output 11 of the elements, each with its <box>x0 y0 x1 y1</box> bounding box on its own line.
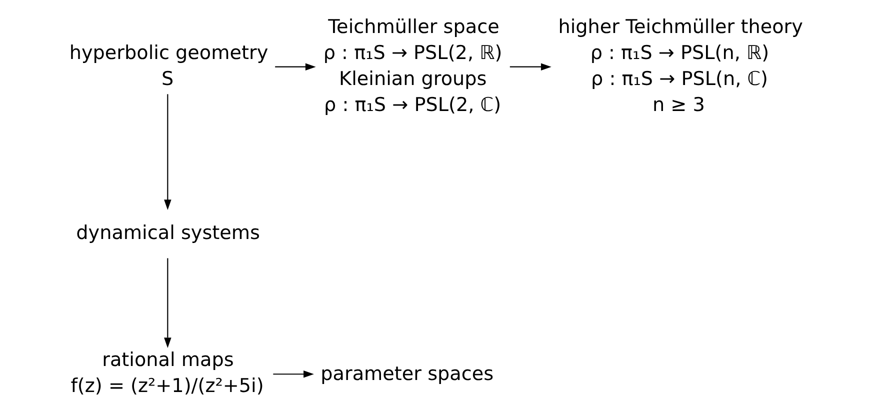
node-text: hyperbolic geometry S <box>69 40 268 90</box>
arrow <box>164 258 172 348</box>
arrow <box>510 63 552 70</box>
node-text: higher Teichmüller theory ρ : π₁S → PSL(n, ℝ) ρ : π₁S → PSL(n, ℂ) n ≥ 3 <box>558 14 803 116</box>
node-text: dynamical systems <box>76 221 260 244</box>
node-text: rational maps f(z) = (z²+1)/(z²+5i) <box>70 348 264 398</box>
arrow <box>275 63 316 70</box>
arrow <box>273 370 314 378</box>
node-text: parameter spaces <box>320 362 494 385</box>
arrow <box>164 94 172 210</box>
node-text: Teichmüller space ρ : π₁S → PSL(2, ℝ) Kleinian groups ρ : π₁S → PSL(2, ℂ) <box>323 14 502 116</box>
